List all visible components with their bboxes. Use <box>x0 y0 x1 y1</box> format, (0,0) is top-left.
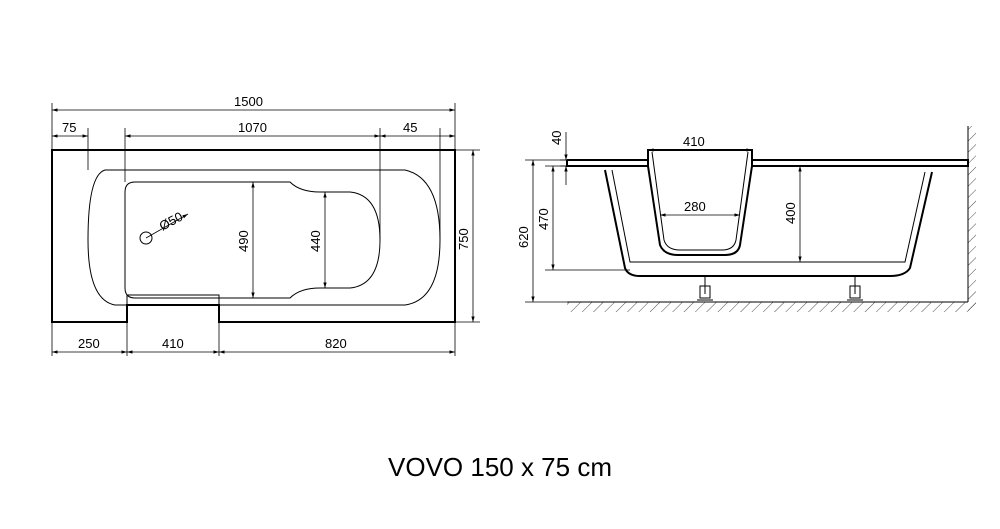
plan-view: Ø50 1500 75 1070 45 490 440 750 <box>51 94 480 356</box>
caption: VOVO 150 x 75 cm <box>388 452 612 482</box>
side-tub-outer <box>604 169 933 277</box>
foot-right <box>847 276 863 301</box>
dim-door-top: 410 <box>683 134 705 149</box>
side-view: 410 280 400 40 470 620 <box>516 126 976 314</box>
dim-door-bottom: 280 <box>684 199 706 214</box>
side-door-inner <box>651 151 749 251</box>
dim-bottom-left: 250 <box>78 336 100 351</box>
dim-drain: Ø50 <box>157 209 186 234</box>
dim-door: 410 <box>162 336 184 351</box>
drain-icon <box>139 231 153 245</box>
floor-hatch <box>567 302 976 312</box>
dim-total-length: 1500 <box>234 94 263 109</box>
dim-depth: 470 <box>536 208 551 230</box>
foot-left <box>697 276 713 301</box>
dim-right-offset: 45 <box>403 120 417 135</box>
plan-rim-contour <box>87 169 441 306</box>
wall-hatch <box>968 126 976 314</box>
dim-total-width: 750 <box>456 228 471 250</box>
plan-outer-contour <box>51 149 456 323</box>
dim-inner-width-left: 490 <box>236 230 251 252</box>
dim-door-height: 400 <box>783 202 798 224</box>
dim-inner-width-right: 440 <box>308 230 323 252</box>
plan-basin-contour <box>124 181 381 299</box>
dim-bottom-right: 820 <box>325 336 347 351</box>
side-tub-inner <box>611 169 926 263</box>
dim-total-height: 620 <box>516 226 531 248</box>
side-rim <box>566 159 969 167</box>
dim-left-offset: 75 <box>62 120 76 135</box>
dim-inner-length: 1070 <box>238 120 267 135</box>
dim-rim: 40 <box>549 131 564 145</box>
side-door <box>647 149 753 256</box>
